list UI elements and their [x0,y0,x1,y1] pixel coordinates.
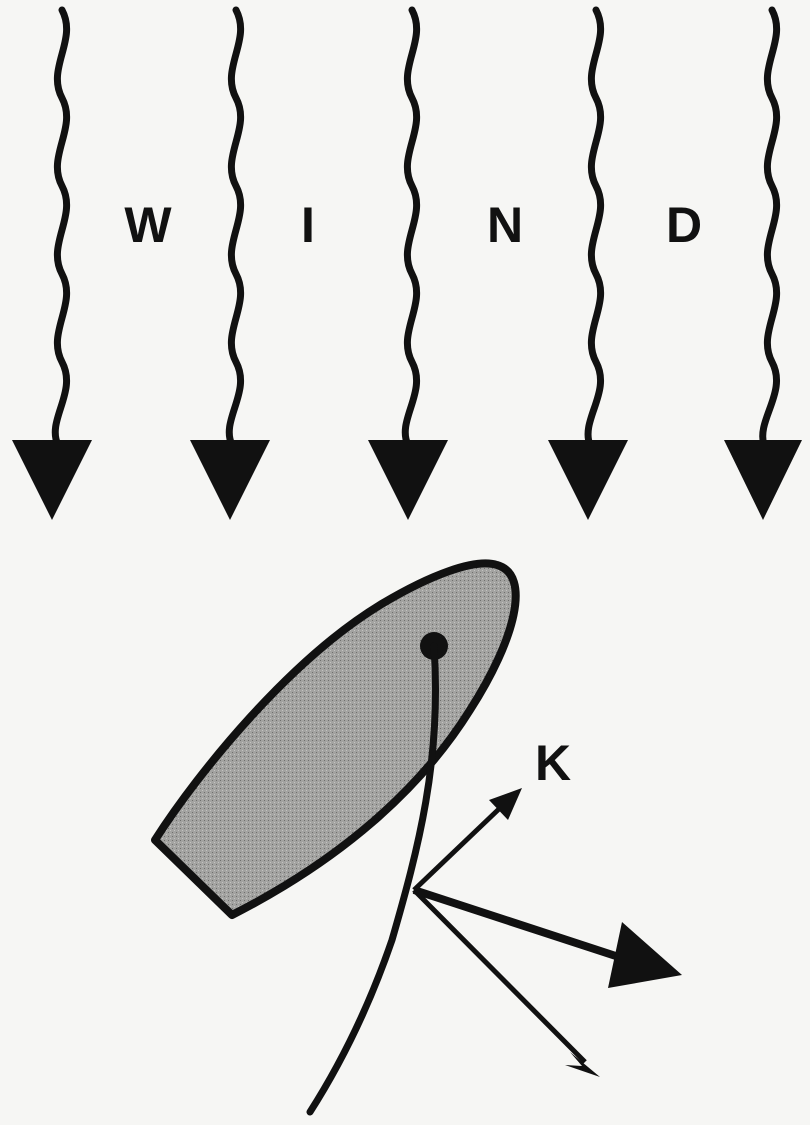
wind-letter-w: W [124,197,172,253]
wind-arrows [12,6,802,520]
wind-line [401,6,421,449]
wind-label: W I N D [124,197,702,253]
arrowhead-icon [489,788,522,820]
wind-arrow-icon [548,6,628,520]
wind-arrowhead [548,440,628,520]
wind-arrowhead [724,440,802,520]
wind-line [225,6,245,449]
arrowhead-icon [608,922,682,988]
wind-arrowhead [12,440,92,520]
force-vectors [412,788,682,1077]
wind-line [584,6,605,449]
wind-letter-i: I [301,197,315,253]
wind-arrow-icon [190,6,270,520]
force-vector-main [412,886,682,988]
wind-letter-d: D [666,197,702,253]
wind-arrow-icon [12,6,92,520]
force-vector-k [412,788,522,892]
wind-arrowhead [190,440,270,520]
force-vector-lower [412,888,600,1077]
wind-line [51,6,71,449]
wind-arrow-icon [368,6,448,520]
wind-letter-n: N [487,197,523,253]
wind-arrow-icon [724,6,802,520]
wind-line [759,6,781,449]
vector-label-k: K [535,735,571,791]
arrowhead-icon [565,1052,600,1077]
boat-hull-icon [151,559,520,919]
sail-curve [306,642,440,1116]
wind-arrowhead [368,440,448,520]
